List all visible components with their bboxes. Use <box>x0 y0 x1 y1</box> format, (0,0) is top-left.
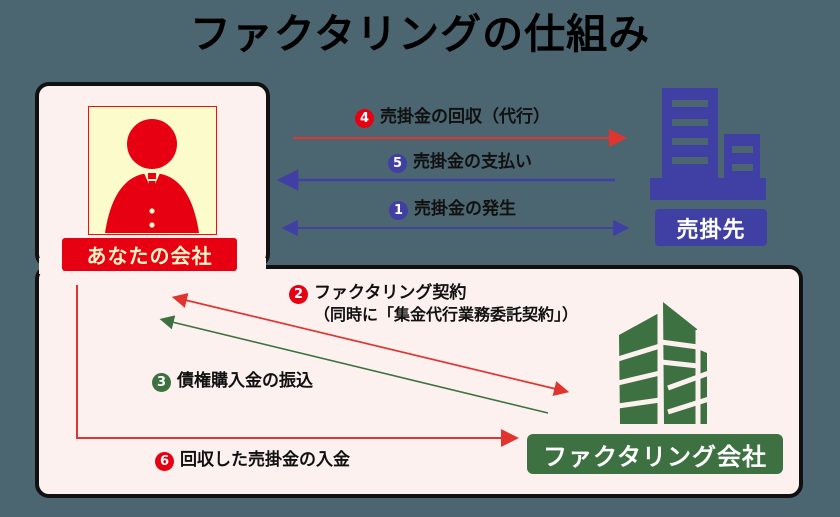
step-label-3: 3 債権購入金の振込 <box>152 371 313 392</box>
step-badge-2: 2 <box>289 285 308 304</box>
step-text-2-sub: （同時に「集金代行業務委託契約」） <box>314 305 579 324</box>
step-badge-4: 4 <box>355 109 374 128</box>
step-label-4: 4 売掛金の回収（代行） <box>355 107 550 128</box>
step-badge-3: 3 <box>152 373 171 392</box>
your-company-label: あなたの会社 <box>62 238 237 271</box>
step-label-2: 2 ファクタリング契約 （同時に「集金代行業務委託契約」） <box>289 283 578 325</box>
step-badge-1: 1 <box>389 201 408 220</box>
step-label-6: 6 回収した売掛金の入金 <box>155 450 350 471</box>
step-badge-5: 5 <box>388 154 407 173</box>
step-text-2-main: ファクタリング契約 <box>314 283 467 303</box>
step-text-6: 回収した売掛金の入金 <box>180 450 350 470</box>
step-badge-6: 6 <box>155 452 174 471</box>
customer-label: 売掛先 <box>655 209 767 246</box>
step-label-5: 5 売掛金の支払い <box>388 152 532 173</box>
step-text-4: 売掛金の回収（代行） <box>380 107 550 127</box>
factoring-company-label: ファクタリング会社 <box>527 434 783 474</box>
person-icon <box>105 119 199 233</box>
arrow-step-3 <box>159 315 549 414</box>
page-title: ファクタリングの仕組み <box>189 10 651 58</box>
step-text-5: 売掛金の支払い <box>413 152 532 172</box>
step-text-3: 債権購入金の振込 <box>177 371 313 391</box>
modern-building-icon <box>617 302 710 425</box>
your-company-avatar-frame <box>88 106 217 235</box>
office-building-icon <box>650 88 766 200</box>
arrow-step-2 <box>171 292 570 397</box>
step-text-1: 売掛金の発生 <box>414 199 516 219</box>
step-label-1: 1 売掛金の発生 <box>389 199 516 220</box>
arrow-step-6 <box>76 285 519 447</box>
step-text-2: ファクタリング契約 （同時に「集金代行業務委託契約」） <box>314 283 578 325</box>
